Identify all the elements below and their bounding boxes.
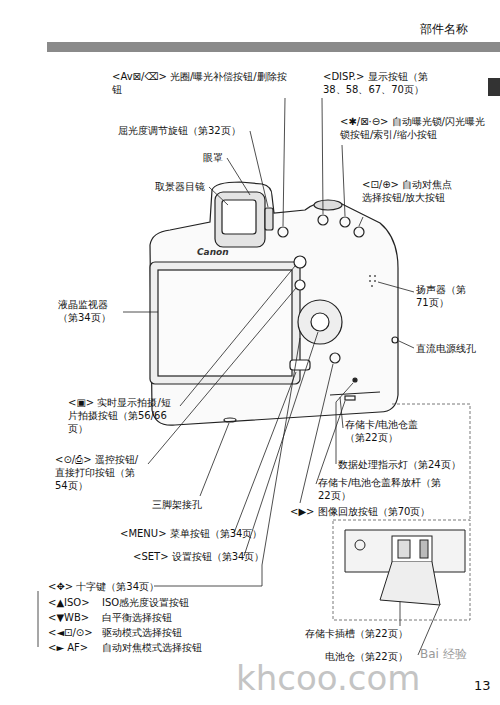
part-label: 屈光度调节旋钮（第32页） — [118, 124, 241, 137]
button-label: 驱动模式选择按钮 — [102, 626, 182, 639]
button-label: 白平衡选择按钮 — [102, 611, 172, 624]
part-label: 直流电源线孔 — [416, 342, 476, 355]
key-symbol: <▼WB> — [48, 611, 89, 624]
part-label: 数据处理指示灯（第24页） — [338, 458, 461, 471]
button-label: <▣> 实时显示拍摄/短片拍摄按钮（第56/66页） — [68, 396, 180, 435]
camera-body — [150, 182, 398, 425]
button-label: <⊡/⊕> 自动对焦点选择按钮/放大按钮 — [362, 178, 454, 204]
key-symbol: <◄⊡/⊙> — [48, 626, 93, 639]
button-label: ISO感光度设置按钮 — [102, 596, 189, 609]
button-label: <▶> 图像回放按钮（第70页） — [290, 505, 430, 518]
button-label: 自动对焦模式选择按钮 — [102, 641, 202, 654]
part-label: 扬声器（第71页） — [416, 283, 478, 309]
part-label: 眼罩 — [203, 151, 223, 164]
part-label: 存储卡插槽（第22页） — [305, 627, 408, 640]
button-label: <DISP.> 显示按钮（第38、58、67、70页） — [323, 70, 445, 96]
button-label: <MENU> 菜单按钮（第34页） — [120, 527, 262, 540]
battery-inset — [345, 530, 465, 605]
header-bar — [47, 42, 500, 52]
button-label: <SET> 设置按钮（第34页） — [133, 550, 264, 563]
page-header: 部件名称 — [420, 22, 468, 38]
button-label: <✱/⊠·⊖> 自动曝光锁/闪光曝光锁按钮/索引/缩小按钮 — [340, 115, 492, 141]
part-label: 存储卡/电池仓盖释放杆（第22页） — [318, 476, 442, 502]
watermark: Bai 经验 — [420, 647, 467, 663]
button-label: <✥> 十字键（第34页） — [48, 580, 159, 593]
watermark: khcoo.com — [236, 656, 420, 700]
button-label: <⊙/⎙> 遥控按钮/直接打印按钮（第54页） — [55, 453, 147, 492]
part-label: 三脚架接孔 — [152, 498, 202, 511]
brand-logo: Canon — [197, 247, 229, 259]
key-symbol: <▲ISO> — [48, 596, 90, 609]
page-number: 13 — [474, 678, 491, 695]
part-label: 取景器目镜 — [155, 180, 205, 193]
part-label: 存储卡/电池仓盖（第22页） — [345, 418, 437, 444]
speaker-grille — [369, 275, 376, 287]
button-label: <Av⊠/⌫> 光圈/曝光补偿按钮/删除按钮 — [112, 70, 287, 96]
key-symbol: <► AF> — [48, 641, 88, 654]
part-label: 液晶监视器（第34页） — [58, 298, 122, 324]
section-tab — [488, 78, 500, 96]
